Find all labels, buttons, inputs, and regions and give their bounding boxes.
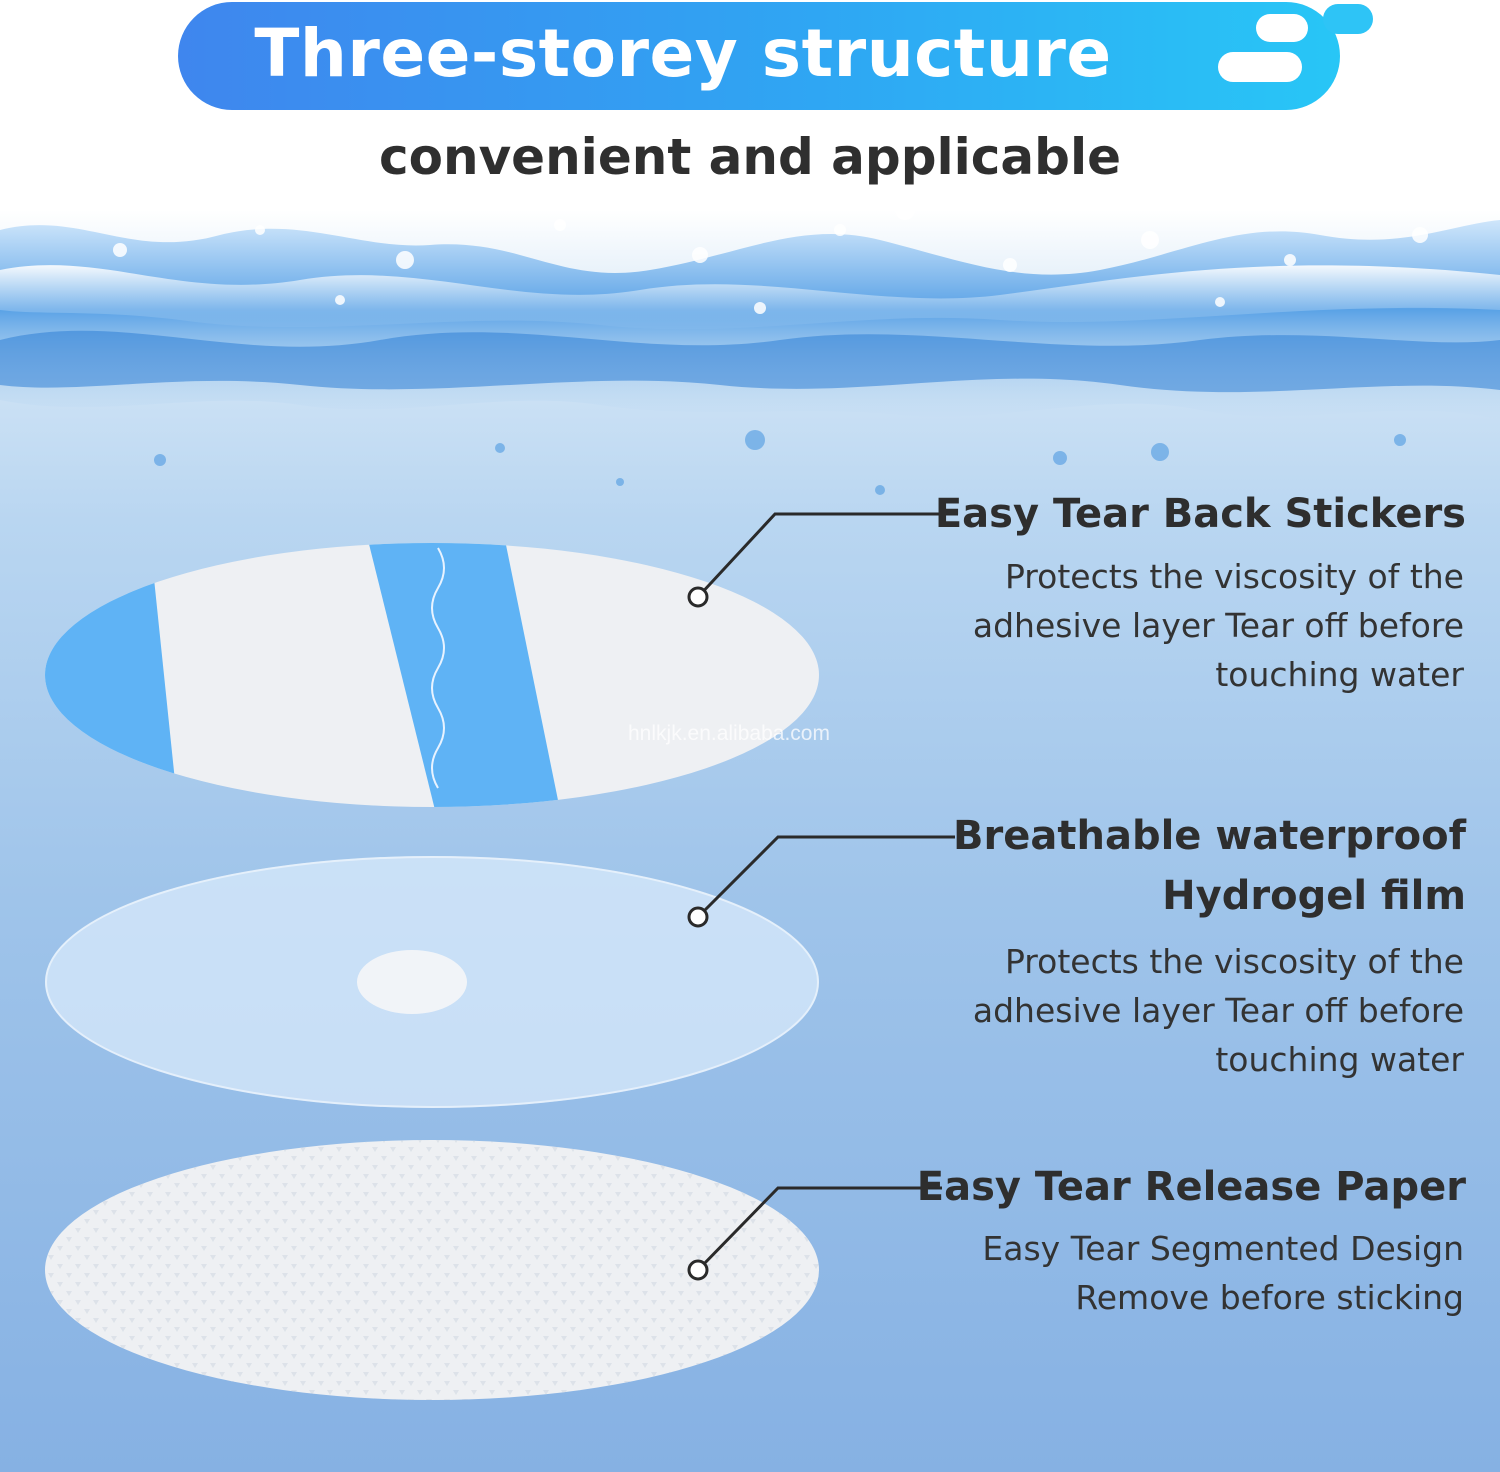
page-subtitle: convenient and applicable	[379, 128, 1121, 186]
water-splash-illustration	[0, 200, 1500, 495]
layer-2-description: Protects the viscosity of the adhesive l…	[972, 942, 1464, 1079]
callout-dot-2	[687, 906, 709, 928]
layer-1-description: Protects the viscosity of the adhesive l…	[972, 557, 1464, 694]
hydrogel-center-pad	[357, 950, 467, 1014]
callout-dot-3	[687, 1259, 709, 1281]
callout-line-1	[696, 512, 958, 599]
layer-3-heading: Easy Tear Release Paper	[916, 1164, 1466, 1210]
callout-dot-1	[687, 586, 709, 608]
decorative-pill-white-2	[1256, 14, 1308, 42]
layer-1-heading: Easy Tear Back Stickers	[934, 491, 1466, 537]
decorative-pill-cyan	[1323, 4, 1373, 34]
callout-line-2	[696, 835, 955, 919]
watermark-text: hnlkjk.en.alibaba.com	[628, 722, 830, 745]
decorative-pill-white-1	[1218, 52, 1302, 82]
title-banner	[178, 2, 1340, 110]
layer-2-heading: Breathable waterproof Hydrogel film	[953, 813, 1466, 919]
callout-line-3	[696, 1186, 942, 1272]
layer-3-description: Easy Tear Segmented Design Remove before…	[982, 1229, 1464, 1317]
page-title: Three-storey structure	[254, 15, 1112, 92]
layers-illustration	[45, 512, 958, 1400]
